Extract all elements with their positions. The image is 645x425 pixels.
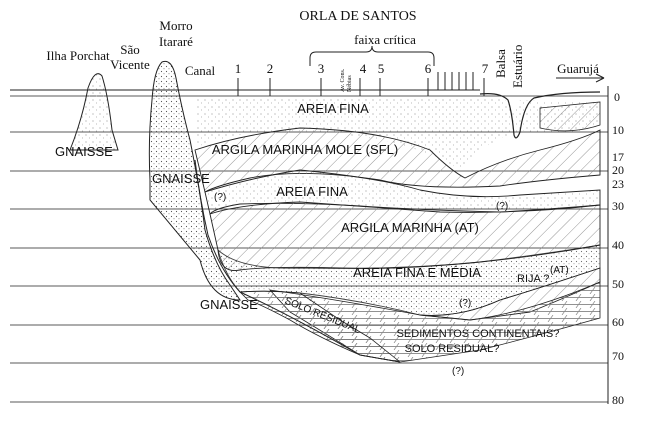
- place-morro-1: Morro: [159, 18, 192, 33]
- uncertain-3: (?): [459, 298, 471, 309]
- label-sedimentos: SEDIMENTOS CONTINENTAIS?: [397, 328, 560, 340]
- profile-6: 6: [425, 61, 432, 76]
- label-gnaisse-left: GNAISSE: [55, 144, 113, 159]
- layer-areia-fina-top: [195, 98, 600, 170]
- depth-23: 23: [612, 177, 624, 191]
- profile-1: 1: [235, 61, 242, 76]
- depth-80: 80: [612, 393, 624, 407]
- place-sao-vicente-1: São: [120, 42, 140, 57]
- depth-60: 60: [612, 315, 624, 329]
- critical-zone-bracket: [309, 45, 435, 66]
- small-label-av-cons: Av. Cons.: [340, 68, 346, 92]
- label-gnaisse-morro: GNAISSE: [152, 171, 210, 186]
- place-estuario: Estuário: [510, 45, 525, 88]
- estuary-right-wedge: [539, 101, 601, 132]
- label-argila-at: ARGILA MARINHA (AT): [341, 220, 479, 235]
- label-areia-fina-top: AREIA FINA: [297, 101, 369, 116]
- uncertain-2: (?): [496, 201, 508, 212]
- profile-7: 7: [482, 61, 489, 76]
- small-label-nebias: Nébias: [347, 75, 353, 92]
- depth-70: 70: [612, 349, 624, 363]
- label-areia-fina-mid: AREIA FINA: [276, 184, 348, 199]
- depth-50: 50: [612, 277, 624, 291]
- uncertain-4: (?): [452, 366, 464, 377]
- label-solo-residual-q: SOLO RESIDUAL?: [405, 343, 500, 355]
- label-gnaisse-base: GNAISSE: [200, 297, 258, 312]
- place-ilha-porchat: Ilha Porchat: [46, 48, 110, 63]
- morro-itarare-hill: [148, 60, 241, 301]
- profile-2: 2: [267, 61, 274, 76]
- layer-solo-residual: [239, 290, 401, 363]
- depth-20: 20: [612, 163, 624, 177]
- depth-17: 17: [612, 150, 624, 164]
- profile-3: 3: [318, 61, 325, 76]
- critical-zone-label: faixa crítica: [354, 32, 416, 47]
- depth-10: 10: [612, 123, 624, 137]
- profile-5: 5: [378, 61, 385, 76]
- label-rija: RIJA ?: [517, 273, 549, 285]
- depth-40: 40: [612, 238, 624, 252]
- profile-4: 4: [360, 61, 367, 76]
- title: ORLA DE SANTOS: [299, 9, 416, 24]
- depth-0: 0: [614, 90, 620, 104]
- profile-ticks: [237, 72, 485, 96]
- estuary-channel: [479, 91, 601, 139]
- place-sao-vicente-2: Vicente: [110, 57, 150, 72]
- place-balsa: Balsa: [493, 49, 508, 78]
- uncertain-1: (?): [214, 192, 226, 203]
- place-canal: Canal: [185, 63, 216, 78]
- label-argila-mole: ARGILA MARINHA MOLE (SFL): [212, 142, 398, 157]
- ilha-porchat-hill: [69, 73, 119, 151]
- place-guaruja: Guarujá: [557, 61, 599, 76]
- place-morro-2: Itararé: [159, 34, 193, 49]
- guaruja-arrow: [556, 73, 605, 83]
- label-areia-media: AREIA FINA E MÉDIA: [353, 265, 481, 280]
- depth-30: 30: [612, 199, 624, 213]
- label-at-small: (AT): [550, 265, 569, 276]
